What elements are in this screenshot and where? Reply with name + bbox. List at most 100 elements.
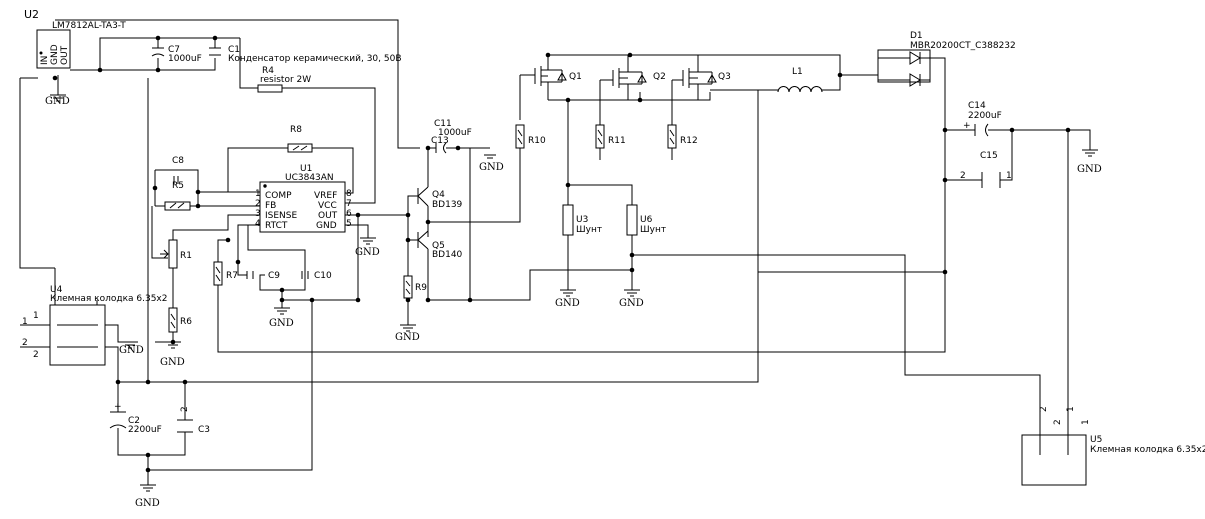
c3-capacitor: C3 2 <box>177 406 210 435</box>
u1-pin-gnd: GND <box>316 221 337 231</box>
c8-ref: C8 <box>172 156 184 166</box>
c7-ref: C7 <box>168 45 180 55</box>
c7-value: 1000uF <box>168 54 202 64</box>
c3-ref: C3 <box>198 425 210 435</box>
c2-plus: + <box>114 402 122 412</box>
u5-pin2: 2 <box>1039 406 1049 412</box>
u4-ext2: 2 <box>22 338 28 348</box>
svg-text:GND: GND <box>1077 164 1102 175</box>
u6-ref: U6 <box>640 215 653 225</box>
c2-capacitor: + C2 2200uF <box>109 402 162 435</box>
u1-num-5: 5 <box>346 219 352 229</box>
r5-ref: R5 <box>172 181 184 191</box>
u1-pin-comp: COMP <box>265 191 292 201</box>
u1-pin-rtct: RTCT <box>265 221 288 231</box>
q2-ref: Q2 <box>653 72 666 82</box>
junction-dots <box>52 35 1071 473</box>
c1-ref: C1 <box>228 45 240 55</box>
svg-text:GND: GND <box>269 318 294 329</box>
c2-value: 2200uF <box>128 425 162 435</box>
c15-capacitor: C15 2 1 <box>960 151 1012 188</box>
gnd-u2: GND <box>45 94 70 107</box>
l1-ref: L1 <box>792 67 803 77</box>
gnd-r9: GND <box>395 324 420 343</box>
u5-value: Клемная колодка 6.35x2 <box>1090 445 1205 455</box>
u4-ext1: 1 <box>22 317 28 327</box>
r9-ref: R9 <box>415 283 427 293</box>
u2-value: LM7812AL-TA3-T <box>52 21 126 31</box>
u1-pin-out: OUT <box>318 211 338 221</box>
d1-diode: D1 MBR20200CT_C388232 <box>877 31 1016 87</box>
c9-ref: C9 <box>268 271 280 281</box>
q3-ref: Q3 <box>718 72 731 82</box>
r4-value: resistor 2W <box>260 75 311 85</box>
q4-ref: Q4 <box>432 190 445 200</box>
u5-inner1: 1 <box>1081 419 1091 425</box>
c14-capacitor: + C14 2200uF <box>963 101 1002 137</box>
u4-ref: U4 <box>50 285 63 295</box>
c10-ref: C10 <box>314 271 332 281</box>
u1-ref: U1 <box>300 164 312 174</box>
u5-ref: U5 <box>1090 435 1102 445</box>
c13-ref: C13 <box>431 136 449 146</box>
u1-num-3: 3 <box>255 209 261 219</box>
q2-mosfet: Q2 <box>612 55 666 100</box>
u4-value: Клемная колодка 6.35x2 <box>50 294 167 304</box>
r8-ref: R8 <box>290 125 302 135</box>
u3-value: Шунт <box>576 225 602 235</box>
l1-inductor: L1 <box>777 67 823 93</box>
u5-pin1: 1 <box>1066 406 1076 412</box>
svg-text:GND: GND <box>555 298 580 309</box>
u1-pin-fb: FB <box>265 201 276 211</box>
u1-num-1: 1 <box>255 189 261 199</box>
u1-pin-vcc: VCC <box>318 201 337 211</box>
u1-num-6: 6 <box>346 209 352 219</box>
c15-ref: C15 <box>980 151 998 161</box>
u5-inner2: 2 <box>1053 419 1063 425</box>
r1-ref: R1 <box>180 251 192 261</box>
r6-resistor: R6 <box>168 307 192 333</box>
c11-capacitor: C11 1000uF C13 <box>431 119 472 154</box>
c14-value: 2200uF <box>968 111 1002 121</box>
wires <box>19 19 1091 485</box>
c11-ref: C11 <box>434 119 452 129</box>
r11-ref: R11 <box>608 136 626 146</box>
r6-ref: R6 <box>180 317 192 327</box>
svg-text:GND: GND <box>355 247 380 258</box>
r10-resistor: R10 <box>515 124 546 149</box>
u1-num-7: 7 <box>346 199 352 209</box>
r5-resistor: R5 <box>164 181 191 211</box>
u2-pin-in: IN <box>40 56 50 65</box>
svg-text:GND: GND <box>479 162 504 173</box>
svg-text:GND: GND <box>160 357 185 368</box>
gnd-u1: GND <box>355 237 380 258</box>
q3-mosfet: Q3 <box>682 55 731 100</box>
r8-resistor: R8 <box>287 125 313 153</box>
u6-value: Шунт <box>640 225 666 235</box>
gnd-u3: GND <box>555 289 580 309</box>
svg-text:GND: GND <box>619 298 644 309</box>
c2-ref: C2 <box>128 416 140 426</box>
u6-shunt: U6 Шунт <box>626 204 666 236</box>
r9-resistor: R9 <box>403 275 427 299</box>
u5-terminal-block: U5 Клемная колодка 6.35x2 2 1 2 1 <box>1021 406 1205 486</box>
c8-capacitor: C8 <box>172 156 184 184</box>
q1-ref: Q1 <box>569 72 582 82</box>
gnd-c2: GND <box>135 484 160 509</box>
r7-ref: R7 <box>226 271 238 281</box>
q5-ref: Q5 <box>432 241 445 251</box>
c15-pin1: 1 <box>1006 171 1012 181</box>
svg-text:GND: GND <box>395 332 420 343</box>
gnd-c9: GND <box>269 307 294 329</box>
c15-pin2: 2 <box>960 171 966 181</box>
r4-ref: R4 <box>262 66 274 76</box>
c14-plus: + <box>963 121 971 131</box>
u1-pin-isense: ISENSE <box>265 211 297 221</box>
u1-value: UC3843AN <box>285 173 334 183</box>
u2-regulator: U2 LM7812AL-TA3-T IN GND OUT <box>24 8 126 69</box>
r12-resistor: R12 <box>667 124 698 149</box>
gnd-u4: GND <box>119 341 144 356</box>
u2-pin-gnd: GND <box>50 44 60 65</box>
c9-capacitor: C9 <box>246 271 280 281</box>
